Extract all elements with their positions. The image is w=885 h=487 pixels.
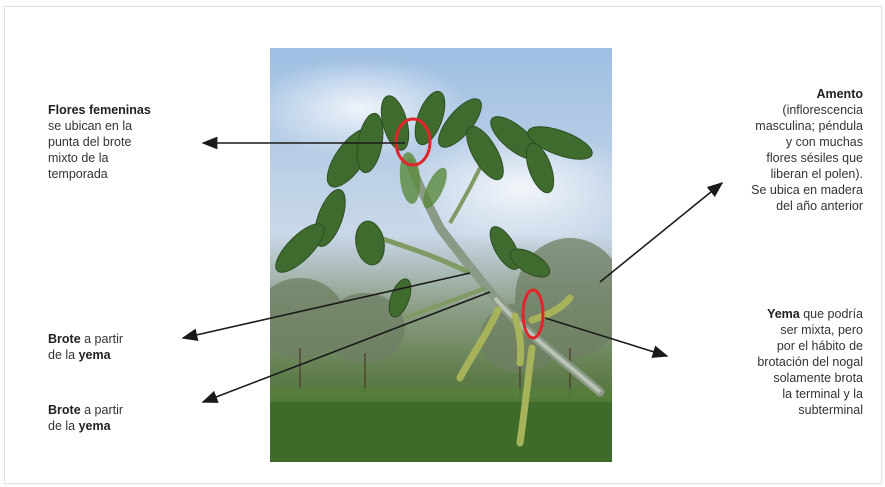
label-yema-line: subterminal bbox=[798, 403, 863, 417]
label-amento-line: masculina; péndula bbox=[755, 119, 863, 133]
label-amento-line: flores sésiles que bbox=[766, 151, 863, 165]
walnut-branch-photo bbox=[270, 48, 612, 462]
label-yema-line: solamente brota bbox=[773, 371, 863, 385]
brote-2-bold: Brote bbox=[48, 403, 81, 417]
label-yema-bold: Yema bbox=[767, 307, 800, 321]
label-amento-title: Amento bbox=[816, 87, 863, 101]
label-brote-1: Brote a partir de la yema bbox=[48, 331, 123, 363]
label-amento: Amento (inflorescencia masculina; péndul… bbox=[751, 86, 863, 214]
label-yema-line: ser mixta, pero bbox=[780, 323, 863, 337]
brote-2-text: de la bbox=[48, 419, 79, 433]
label-amento-line: liberan el polen). bbox=[771, 167, 863, 181]
label-yema-first: que podría bbox=[800, 307, 863, 321]
label-yema-line: la terminal y la bbox=[782, 387, 863, 401]
brote-2-text: a partir bbox=[81, 403, 123, 417]
label-flores-femeninas: Flores femeninas se ubican en la punta d… bbox=[48, 102, 151, 182]
label-amento-line: Se ubica en madera bbox=[751, 183, 863, 197]
label-amento-line: (inflorescencia bbox=[782, 103, 863, 117]
brote-1-text: de la bbox=[48, 348, 79, 362]
label-brote-2: Brote a partir de la yema bbox=[48, 402, 123, 434]
label-yema-line: brotación del nogal bbox=[757, 355, 863, 369]
label-flores-title: Flores femeninas bbox=[48, 103, 151, 117]
label-flores-line: mixto de la bbox=[48, 151, 108, 165]
label-flores-line: se ubican en la bbox=[48, 119, 132, 133]
brote-1-yema: yema bbox=[79, 348, 111, 362]
brote-1-text: a partir bbox=[81, 332, 123, 346]
label-flores-line: punta del brote bbox=[48, 135, 131, 149]
label-yema: Yema que podría ser mixta, pero por el h… bbox=[757, 306, 863, 418]
label-yema-line: por el hábito de bbox=[777, 339, 863, 353]
label-flores-line: temporada bbox=[48, 167, 108, 181]
label-amento-line: del año anterior bbox=[776, 199, 863, 213]
brote-2-yema: yema bbox=[79, 419, 111, 433]
label-amento-line: y con muchas bbox=[786, 135, 863, 149]
brote-1-bold: Brote bbox=[48, 332, 81, 346]
